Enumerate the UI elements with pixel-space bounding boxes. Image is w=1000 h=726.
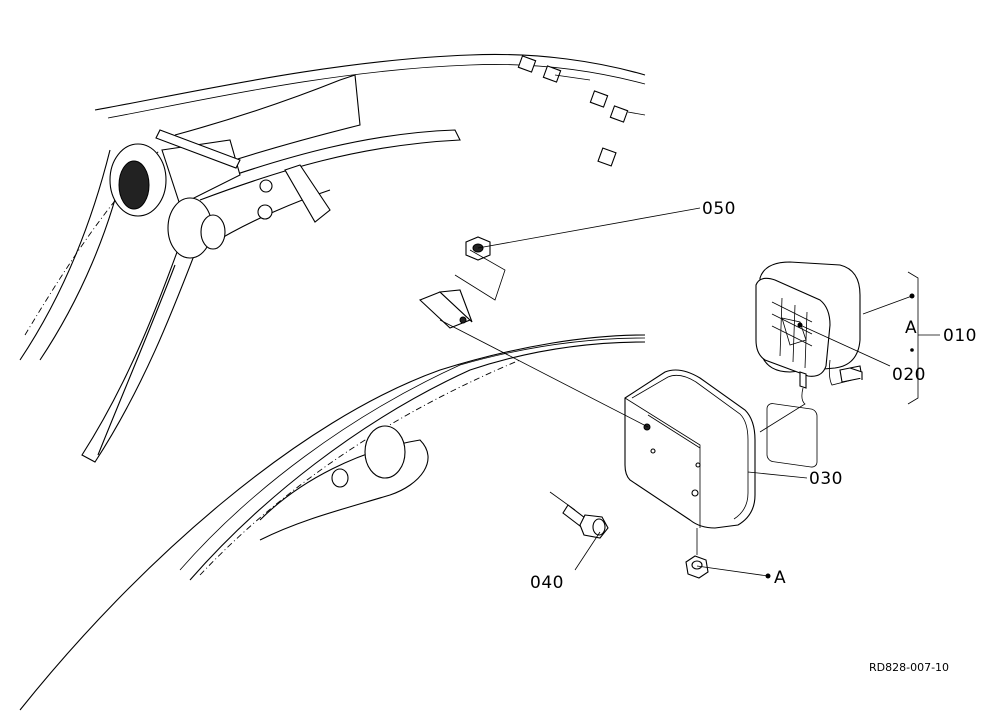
- part-040-bolt: [549, 491, 609, 539]
- drawing-code: RD828-007-10: [869, 661, 949, 674]
- callout-050: 050: [702, 199, 736, 219]
- mounting-bracket: [418, 289, 473, 329]
- part-010-work-lamp: [755, 261, 863, 468]
- boom-structure: [19, 53, 646, 711]
- callout-030: 030: [809, 469, 843, 489]
- callout-020: 020: [892, 365, 926, 385]
- lower-nut: [685, 528, 709, 579]
- part-050-nut: [454, 236, 506, 301]
- reference-a-bracket: A: [905, 318, 917, 338]
- leader-lines: [439, 207, 940, 579]
- part-030-lamp-guard: [624, 369, 756, 529]
- callout-010: 010: [943, 326, 977, 346]
- callout-040: 040: [530, 573, 564, 593]
- reference-a-nut: A: [774, 568, 786, 588]
